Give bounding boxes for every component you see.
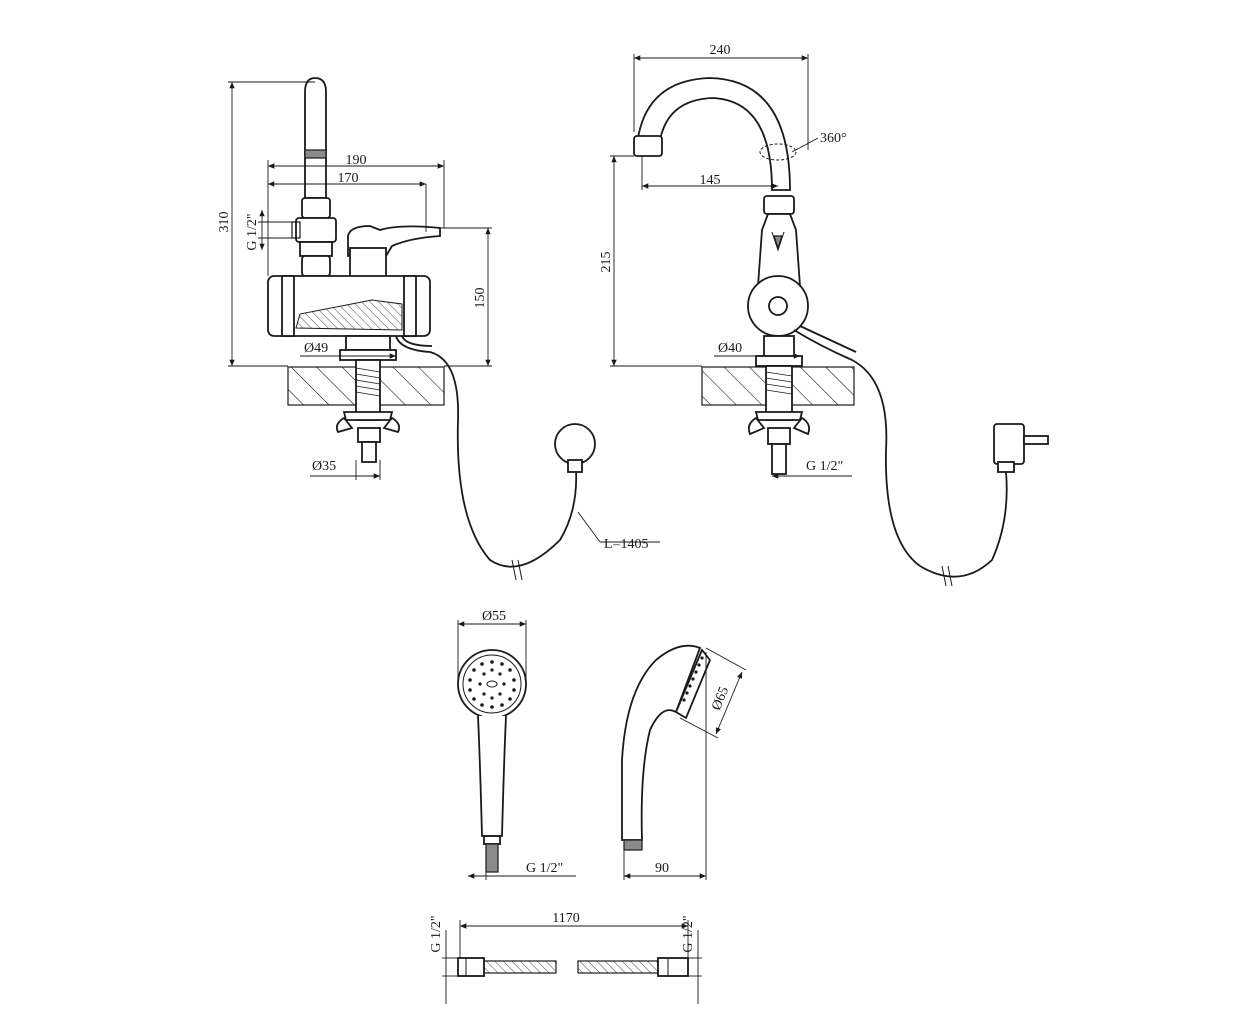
power-cable — [395, 335, 578, 568]
hose-view: 1170 G 1/2" G 1/2" — [429, 911, 702, 1004]
dim-spout-inner: 145 — [700, 173, 721, 188]
gooseneck-spout — [636, 77, 791, 191]
dim-width-outer: 190 — [346, 153, 367, 168]
dim-hose-thread-left: G 1/2" — [429, 915, 444, 952]
side-nozzles — [682, 656, 704, 702]
dim-side-depth: 90 — [655, 861, 669, 876]
power-plug — [993, 423, 1025, 465]
hose-segment-right — [577, 960, 659, 974]
dim-thread-side: G 1/2" — [245, 213, 260, 250]
hose-segment-left — [483, 960, 557, 974]
shower-side-body — [621, 644, 702, 841]
hose-fitting-left — [457, 957, 485, 977]
heater-element — [295, 299, 403, 331]
dim-bolt-diameter: Ø35 — [312, 459, 336, 474]
dim-shower-diameter: Ø55 — [482, 609, 506, 624]
front-view: 240 360° 145 215 Ø40 G 1/2" — [599, 43, 1049, 587]
dim-base-diameter-front: Ø40 — [718, 341, 742, 356]
dim-hose-thread-right: G 1/2" — [681, 915, 696, 952]
dim-width-inner: 170 — [338, 171, 359, 186]
dim-thread-front: G 1/2" — [806, 459, 843, 474]
dim-cable-length: L=1405 — [604, 537, 648, 552]
vertical-spout — [304, 77, 327, 199]
dim-height-front: 215 — [599, 252, 614, 273]
dim-rotation: 360° — [820, 131, 847, 146]
shower-head-side-view: Ø65 90 — [621, 644, 747, 880]
dim-base-diameter-side: Ø49 — [304, 341, 328, 356]
spray-nozzles — [468, 660, 516, 709]
shower-head-front-view: Ø55 G 1/2" — [457, 609, 576, 880]
dim-height-body: 150 — [473, 288, 488, 309]
power-cable-front — [793, 329, 1008, 578]
side-view: 310 190 170 G 1/2" 150 Ø49 Ø35 L=1405 — [217, 77, 660, 581]
dim-height-total: 310 — [217, 212, 232, 233]
dim-shower-thread: G 1/2" — [526, 861, 563, 876]
dim-spout-reach: 240 — [710, 43, 731, 58]
dim-hose-length: 1170 — [552, 911, 579, 926]
hose-fitting-right — [657, 957, 689, 977]
shower-handle-front — [477, 715, 507, 837]
dim-side-diameter: Ø65 — [709, 685, 732, 713]
switch-knob — [554, 423, 596, 465]
